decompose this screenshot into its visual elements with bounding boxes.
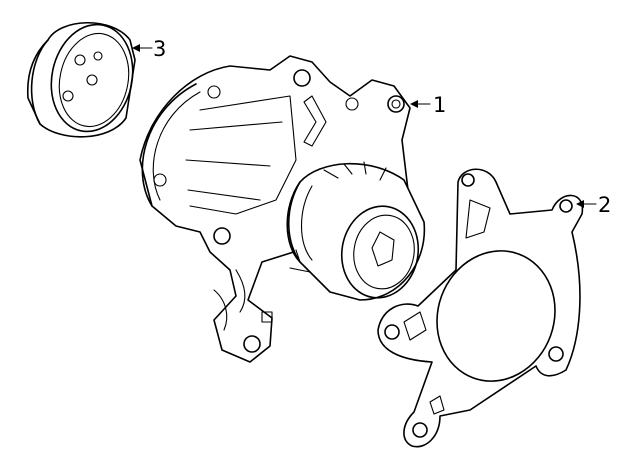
- callout-2: 2: [576, 193, 611, 217]
- gasket: [377, 168, 584, 448]
- pulley: [26, 22, 136, 138]
- callout-3-label: 3: [153, 37, 166, 61]
- callout-3: 3: [132, 37, 166, 61]
- callout-1: 1: [410, 93, 446, 117]
- callout-2-label: 2: [598, 193, 611, 217]
- callout-1-label: 1: [433, 93, 446, 117]
- water-pump: [139, 55, 426, 363]
